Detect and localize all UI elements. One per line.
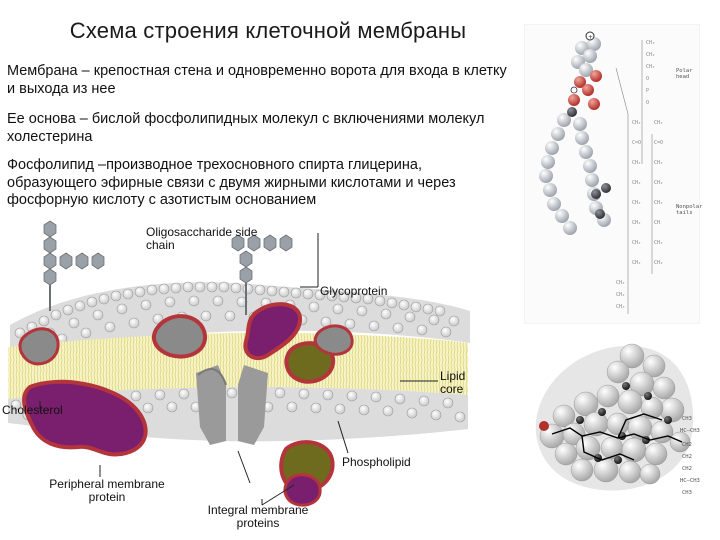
formula-line-5: CH2 bbox=[682, 466, 692, 472]
svg-text:CH₃: CH₃ bbox=[646, 40, 655, 46]
label-cholesterol: Cholesterol bbox=[2, 404, 63, 417]
formula-line-7: CH3 bbox=[682, 490, 692, 496]
svg-text:CH₃: CH₃ bbox=[616, 304, 625, 310]
label-phospholipid: Phospholipid bbox=[342, 456, 411, 469]
label-polar-head: Polar head bbox=[676, 68, 702, 80]
integral-protein-olive-lower bbox=[281, 442, 332, 505]
label-oligosaccharide: Oligosaccharide side chain bbox=[146, 226, 276, 252]
protein-gray-left bbox=[154, 316, 205, 356]
svg-text:O: O bbox=[646, 100, 649, 106]
protein-gray-upper-right bbox=[315, 326, 352, 354]
svg-text:CH₂: CH₂ bbox=[632, 240, 641, 246]
label-integral-proteins: Integral membrane proteins bbox=[206, 504, 310, 530]
svg-text:CH₂: CH₂ bbox=[632, 260, 641, 266]
formula-line-6: HC—CH3 bbox=[680, 478, 700, 484]
svg-text:CH₂: CH₂ bbox=[646, 64, 655, 70]
svg-text:CH₂: CH₂ bbox=[654, 180, 663, 186]
svg-text:CH₂: CH₂ bbox=[632, 220, 641, 226]
svg-text:CH₂: CH₂ bbox=[654, 240, 663, 246]
svg-text:O: O bbox=[646, 76, 649, 82]
svg-text:CH: CH bbox=[654, 220, 660, 226]
label-nonpolar-tails: Nonpolar tails bbox=[676, 204, 702, 216]
svg-text:P: P bbox=[646, 88, 649, 94]
paragraph-phospholipid: Фосфолипид –производное трехосновного сп… bbox=[7, 157, 507, 210]
slide-title: Схема строения клеточной мембраны bbox=[0, 18, 536, 44]
label-peripheral-protein: Peripheral membrane protein bbox=[48, 478, 166, 504]
label-glycoprotein: Glycoprotein bbox=[320, 285, 387, 298]
svg-text:CH₂: CH₂ bbox=[616, 280, 625, 286]
phospholipid-molecule-model: + CH₃ CH₂ CH₂ OPO CH₂ CH₂ C=O C=O CH₂ CH₂ CH₂… bbox=[524, 24, 700, 324]
svg-text:CH₂: CH₂ bbox=[654, 200, 663, 206]
svg-text:CH₂: CH₂ bbox=[632, 200, 641, 206]
svg-text:C=O: C=O bbox=[654, 140, 663, 146]
svg-text:CH₂: CH₂ bbox=[632, 120, 641, 126]
svg-text:+: + bbox=[588, 34, 593, 41]
svg-text:CH₂: CH₂ bbox=[646, 52, 655, 58]
paragraph-membrane-wall: Мембрана – крепостная стена и одновремен… bbox=[7, 63, 507, 98]
protein-gray-far-left bbox=[20, 329, 58, 364]
formula-line-3: CH2 bbox=[682, 442, 692, 448]
formula-line-4: CH2 bbox=[682, 454, 692, 460]
svg-text:CH₂: CH₂ bbox=[616, 292, 625, 298]
svg-text:CH₂: CH₂ bbox=[632, 180, 641, 186]
svg-text:CH₂: CH₂ bbox=[632, 160, 641, 166]
label-lipid-core: Lipid core bbox=[440, 370, 472, 396]
svg-text:C=O: C=O bbox=[632, 140, 641, 146]
svg-text:CH₂: CH₂ bbox=[654, 260, 663, 266]
formula-line-1: CH3 bbox=[682, 416, 692, 422]
svg-text:CH₂: CH₂ bbox=[654, 160, 663, 166]
svg-text:CH₂: CH₂ bbox=[654, 120, 663, 126]
paragraph-bilayer: Ее основа – бислой фосфолипидных молекул… bbox=[7, 111, 507, 146]
formula-line-2: HC—CH3 bbox=[680, 428, 700, 434]
